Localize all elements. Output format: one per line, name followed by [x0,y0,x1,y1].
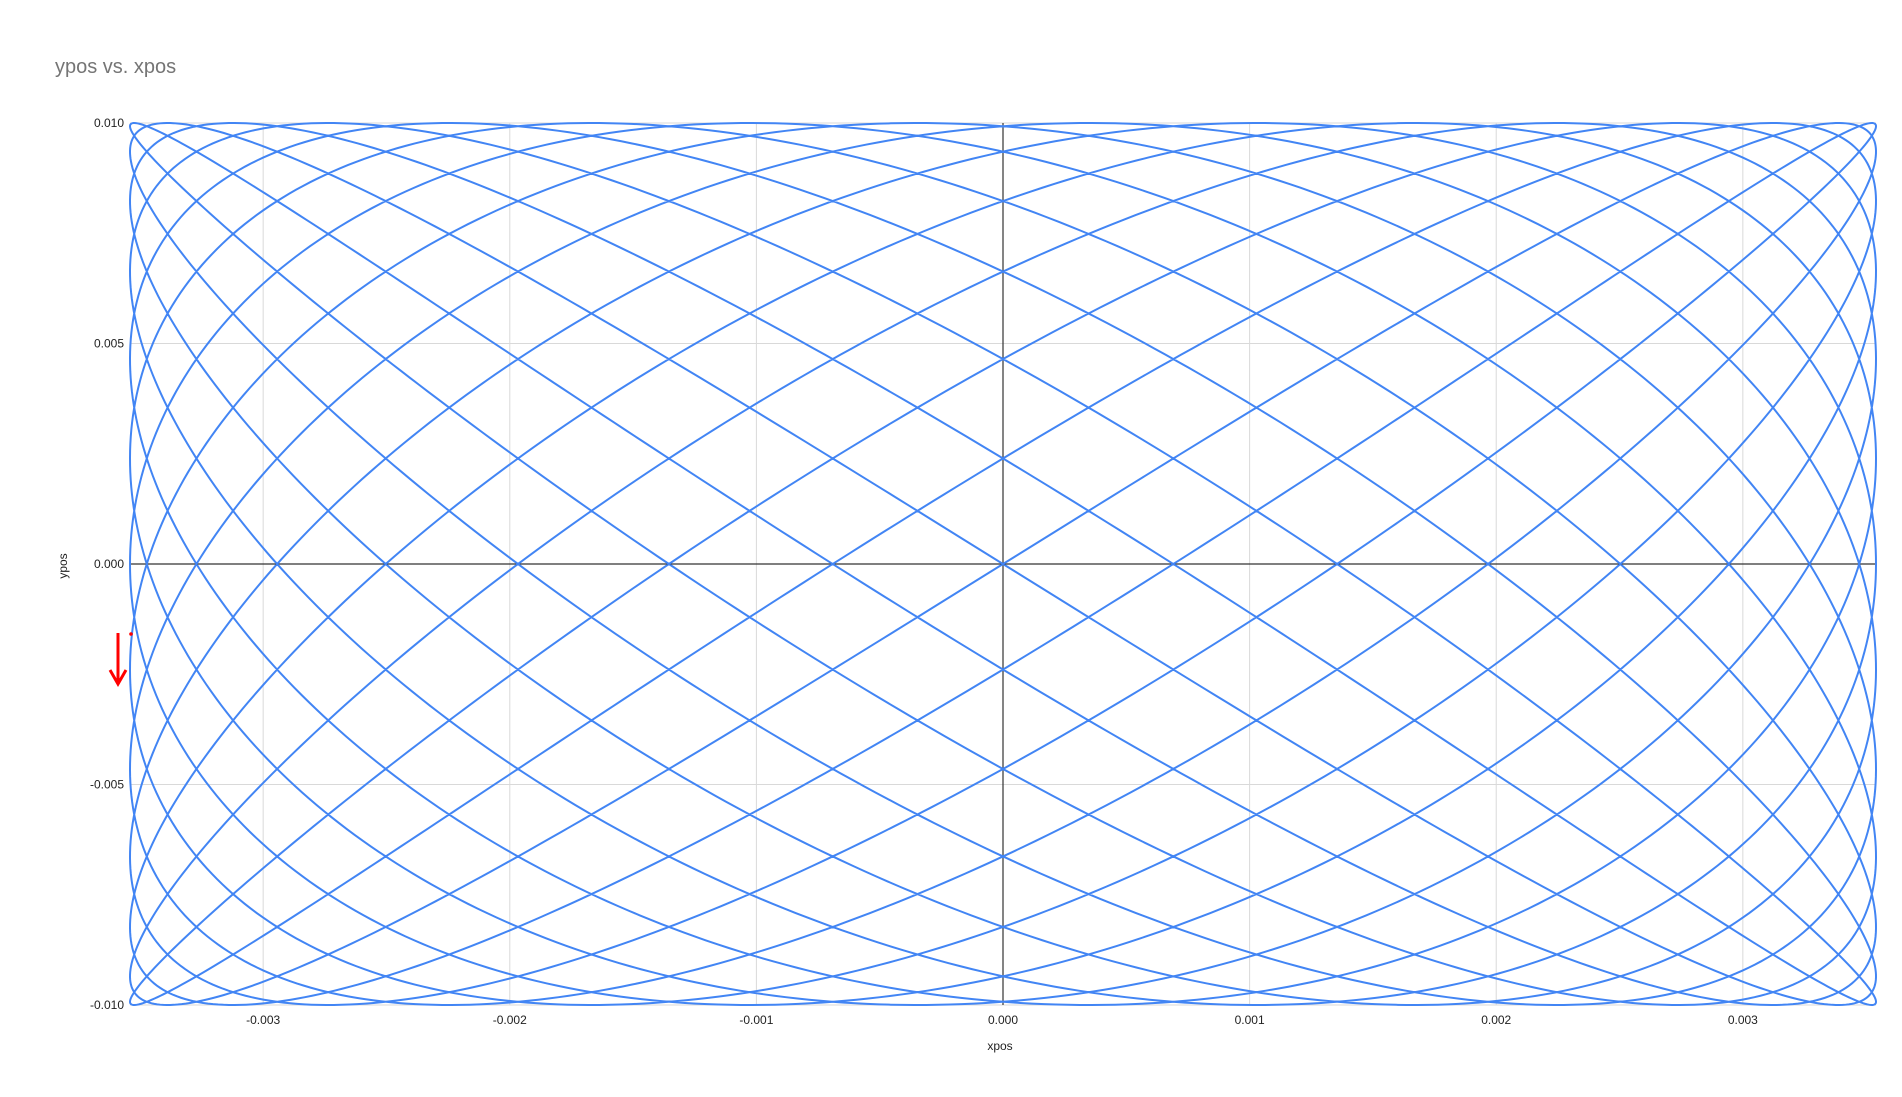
x-axis-ticks: -0.003 -0.002 -0.001 0.000 0.001 0.002 0.003 [246,1013,1758,1027]
x-tick-label: -0.001 [739,1013,773,1027]
y-tick-label: -0.005 [90,778,124,792]
x-tick-label: -0.002 [493,1013,527,1027]
y-tick-label: 0.005 [94,337,124,351]
x-tick-label: 0.003 [1728,1013,1758,1027]
x-axis-title: xpos [987,1039,1012,1053]
y-axis-ticks: 0.010 0.005 0.000 -0.005 -0.010 [90,116,124,1012]
y-tick-label: 0.010 [94,116,124,130]
x-tick-label: 0.001 [1235,1013,1265,1027]
series-line [128,121,1878,1007]
y-tick-label: 0.000 [94,557,124,571]
y-tick-label: -0.010 [90,998,124,1012]
chart-title: ypos vs. xpos [55,56,177,78]
x-tick-label: 0.002 [1481,1013,1511,1027]
y-axis-title: ypos [56,553,70,578]
x-tick-label: -0.003 [246,1013,280,1027]
red-down-arrow-icon [108,632,133,688]
x-tick-label: 0.000 [988,1013,1018,1027]
